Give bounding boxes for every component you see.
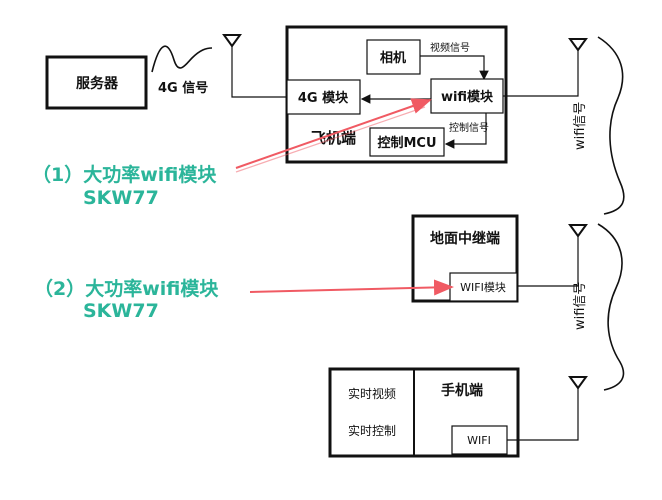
module-4g-label: 4G 模块 [298, 90, 349, 106]
realtime-control-label: 实时控制 [348, 423, 396, 438]
callout-2-arrow [249, 279, 454, 296]
ground-wifi-link [517, 236, 579, 287]
phone-wifi-box [451, 425, 508, 455]
wifi-module-label: wifi模块 [441, 89, 494, 105]
control-signal-label: 控制信号 [449, 121, 489, 134]
phone-wifi-label: WIFI [467, 434, 491, 447]
mcu-box [369, 127, 445, 157]
phone-label: 手机端 [441, 382, 483, 399]
video-signal-label: 视频信号 [430, 41, 470, 54]
video-signal-arrow [420, 55, 489, 81]
drone-antenna-icon [222, 34, 287, 98]
wifi-signal-label-1: wifi信号 [573, 102, 588, 150]
callout-2-model: SKW77 [83, 300, 159, 322]
wifi-wave-2 [597, 223, 625, 391]
server-4g-wave [151, 45, 213, 73]
server-label: 服务器 [76, 75, 119, 92]
callout-2-title: （2）大功率wifi模块 [34, 277, 219, 300]
drone-wifi-antenna-icon [568, 38, 588, 52]
wifi-wave-1 [597, 36, 625, 215]
ground-antenna-icon [568, 224, 588, 238]
control-signal-arrow [444, 113, 487, 149]
callout-1-title: （1）大功率wifi模块 [32, 163, 217, 186]
mcu-label: 控制MCU [377, 135, 436, 151]
ground-relay-label: 地面中继端 [430, 230, 500, 247]
module-4g-box [286, 79, 361, 115]
realtime-video-label: 实时视频 [348, 386, 396, 401]
phone-wifi-link [507, 388, 579, 441]
drone-wifi-link [503, 50, 579, 97]
ground-wifi-module-box [449, 272, 518, 302]
callout-1-arrow-shadow [235, 106, 426, 173]
phone-antenna-icon [568, 376, 588, 390]
ground-wifi-module-label: WIFI模块 [460, 281, 506, 294]
callout-1-arrow [235, 98, 432, 169]
camera-label: 相机 [380, 50, 406, 66]
camera-box [366, 39, 421, 75]
server-box [45, 55, 148, 110]
wifi-signal-label-2: wifi信号 [573, 282, 588, 330]
server-4g-signal: 4G 信号 [158, 80, 208, 96]
callout-1-model: SKW77 [83, 187, 159, 209]
